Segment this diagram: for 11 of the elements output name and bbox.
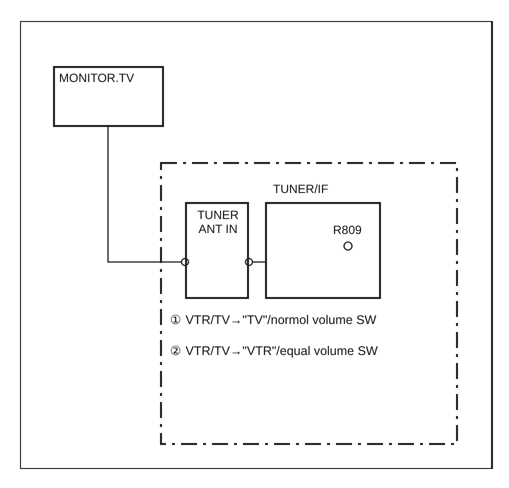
note-text: ② VTR/TV→"VTR"/equal volume SW [170,344,378,358]
block-box [53,66,164,127]
block-label: TUNER ANT IN [196,209,240,237]
connection-line [107,127,190,266]
block-title: TUNER/IF [273,183,328,197]
note-text: ① VTR/TV→"TV"/normol volume SW [170,313,376,328]
component-label: R809 [333,224,362,238]
block-label: MONITOR.TV [59,72,134,86]
block-box [185,202,249,299]
dashed-boundary [160,162,458,445]
connection-line [244,258,265,266]
